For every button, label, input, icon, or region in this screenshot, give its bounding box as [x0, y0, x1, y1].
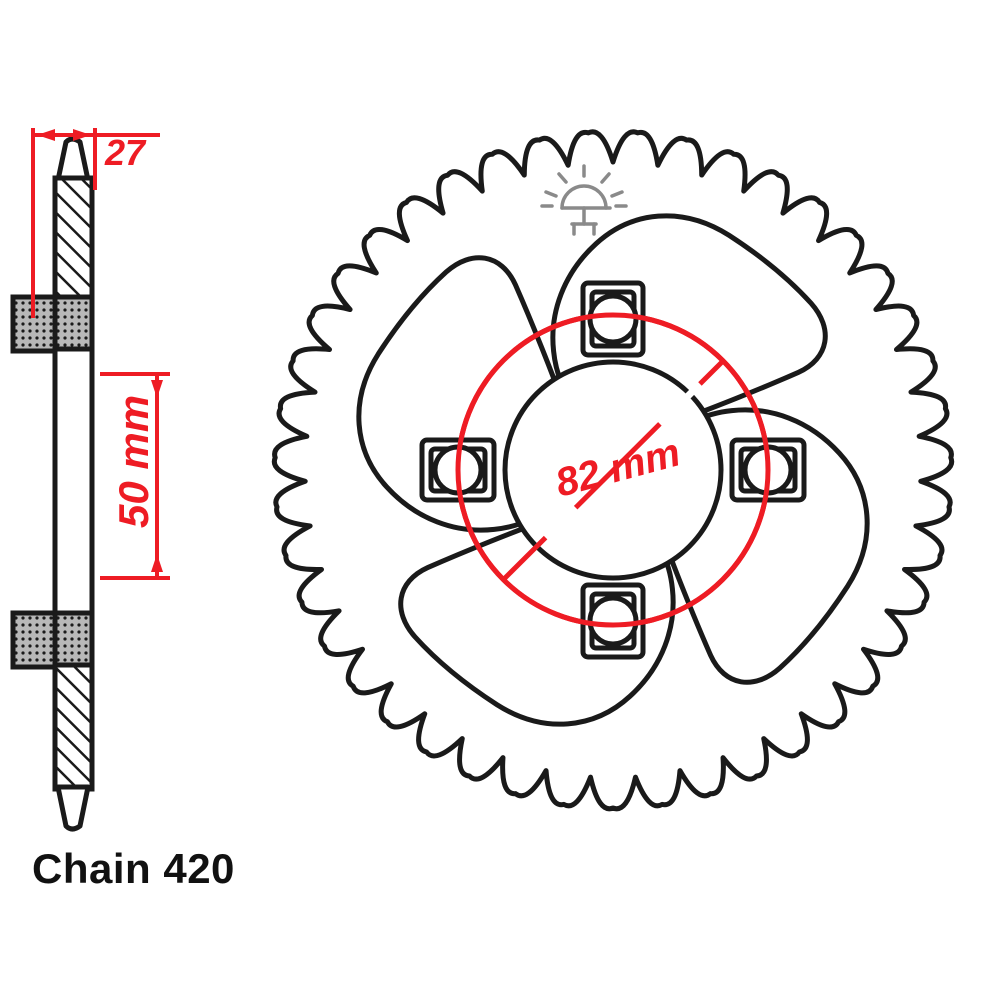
side-view-lower-bolt-bore	[52, 610, 95, 670]
dimension-bore-spacing-50mm	[100, 372, 170, 580]
bolt-hole-bottom	[580, 582, 646, 660]
bolt-hole-top	[580, 280, 646, 358]
side-cross-section-view	[10, 136, 95, 832]
thickness-label: 27	[104, 132, 147, 173]
spacing-arrow-top	[151, 380, 163, 398]
chain-label: Chain 420	[32, 845, 235, 892]
side-view-top-tooth-tip	[55, 136, 91, 183]
side-view-upper-bolt-boss	[10, 294, 61, 354]
spacing-arrow-bottom	[151, 554, 163, 572]
sprocket-face-view: 82 mm	[271, 129, 955, 812]
sunrise-icon	[540, 164, 628, 236]
bore-spacing-label: 50 mm	[110, 395, 157, 528]
side-view-bottom-tooth-tip	[55, 784, 91, 832]
side-view-lower-rim	[52, 662, 95, 792]
dimension-thickness-27	[31, 128, 160, 318]
bolt-circle-leader-lower	[543, 505, 579, 541]
side-view-upper-rim	[52, 175, 95, 309]
side-view-web	[52, 346, 95, 618]
thickness-arrow-left	[37, 129, 55, 141]
bolt-hole-left	[419, 437, 497, 503]
thickness-arrow-right	[73, 129, 91, 141]
bolt-circle-red-overlay	[455, 312, 771, 628]
side-view-upper-bolt-bore	[52, 294, 95, 354]
side-view-lower-bolt-boss	[10, 610, 61, 670]
bolt-circle-leader-upper	[657, 381, 703, 427]
